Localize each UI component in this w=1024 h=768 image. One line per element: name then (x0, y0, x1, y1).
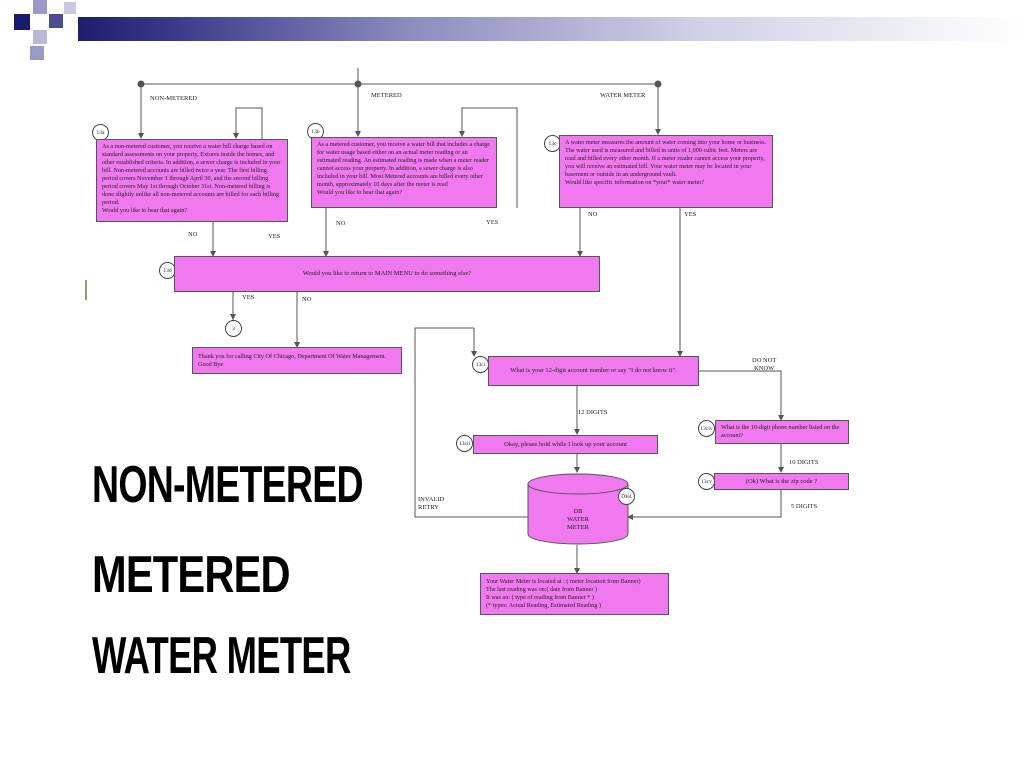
label-non-metered: NON-METERED (150, 95, 197, 102)
label-13b-yes: YES (486, 219, 499, 226)
label-10-digits: 10 DIGITS (789, 459, 819, 466)
title-water-meter: WATER METER (92, 627, 351, 685)
label-water-meter: WATER METER (600, 92, 646, 99)
node-13cv-zip-question: (Ok) What is the zip code ? (714, 473, 849, 490)
db-label: DB WATER METER (566, 508, 590, 531)
node-id-13cii: 13cii (456, 435, 473, 452)
label-13a-yes: YES (268, 233, 281, 240)
header-square-light (64, 2, 76, 14)
header-square-mid (49, 14, 63, 28)
label-13c-no: NO (588, 211, 598, 218)
connector-3: 3 (225, 320, 242, 337)
header-square-light (33, 30, 47, 44)
label-13b-no: NO (336, 220, 346, 227)
label-13d-yes: YES (242, 294, 255, 301)
label-5-digits: 5 DIGITS (791, 503, 818, 510)
node-id-db4: DB4 (618, 488, 635, 505)
header-gradient-bar (78, 17, 1024, 41)
node-13b-metered-info: As a metered customer, you receive a wat… (311, 137, 497, 208)
title-metered: METERED (92, 546, 291, 604)
node-goodbye: Thank you for calling City Of Chicago, D… (192, 347, 402, 374)
title-non-metered: NON-METERED (92, 456, 364, 514)
label-13a-no: NO (188, 231, 198, 238)
node-13ci-account-number-question: What is your 12-digit account number or … (488, 356, 699, 386)
label-invalid-retry: INVALID RETRY (418, 496, 445, 511)
node-13cii-hold-message: Okay, please hold while I look up your a… (473, 435, 658, 454)
node-id-13civ: 13civ (698, 420, 715, 437)
label-13c-yes: YES (684, 211, 697, 218)
node-13civ-phone-question: What is the 10-digit phone number listed… (715, 420, 849, 444)
node-13a-non-metered-info: As a non-metered customer, you receive a… (96, 139, 288, 222)
database-cylinder (527, 473, 629, 545)
header-square-light (33, 0, 47, 14)
label-13d-no: NO (302, 296, 312, 303)
node-id-13ci: 13ci (472, 356, 489, 373)
label-12-digits: 12 DIGITS (578, 409, 608, 416)
label-do-not-know: DO NOT KNOW (752, 357, 777, 372)
node-13d-main-menu-question: Would you like to return to MAIN MENU to… (174, 256, 600, 292)
node-13c-water-meter-info: A water meter measures the amount of wat… (559, 135, 773, 208)
header-square-dark (14, 14, 30, 30)
header-square-light (30, 46, 44, 60)
label-metered: METERED (371, 92, 402, 99)
node-id-13cv: 13cv (698, 473, 715, 490)
node-result-meter-location: Your Water Meter is located at : ( meter… (480, 573, 669, 615)
